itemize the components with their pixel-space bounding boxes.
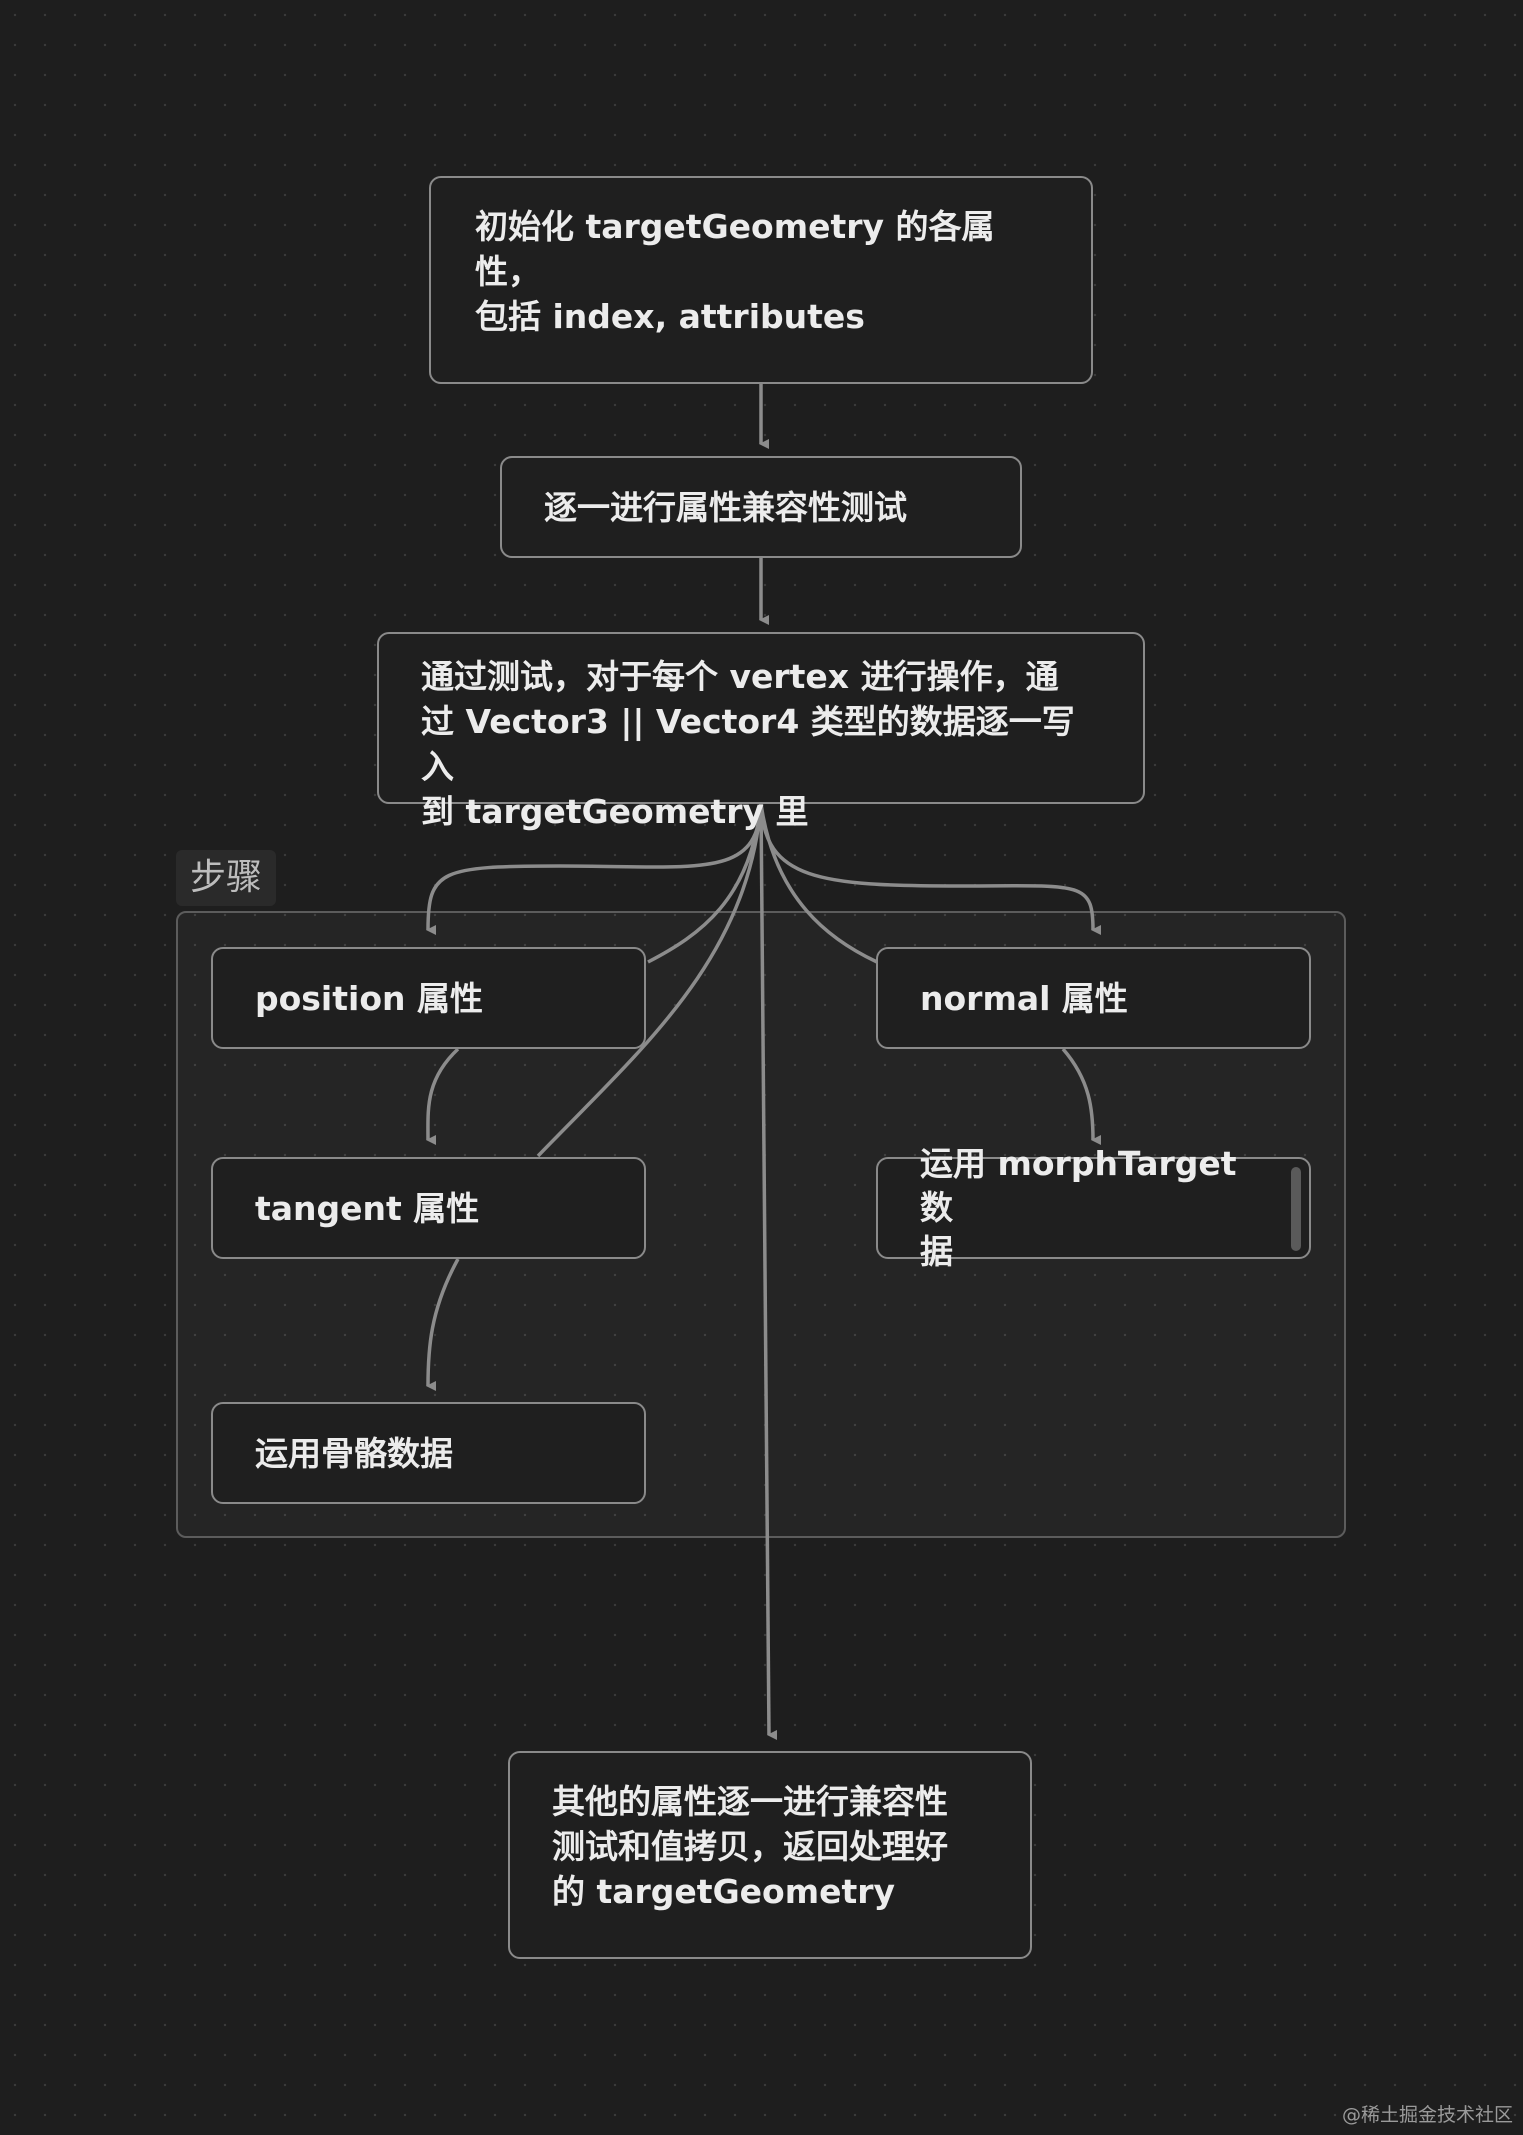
edge-vertex-to-position	[426, 803, 763, 936]
edge-vertex-to-tangent	[536, 803, 763, 1158]
node-skin[interactable]: 运用骨骼数据	[211, 1402, 646, 1504]
edge-normal-to-morph	[1061, 1047, 1102, 1145]
node-final[interactable]: 其他的属性逐一进行兼容性 测试和值拷贝，返回处理好 的 targetGeomet…	[508, 1751, 1032, 1959]
watermark: @稀土掘金技术社区	[1341, 2104, 1513, 2126]
node-morph[interactable]: 运用 morphTarget 数 据	[876, 1144, 1311, 1271]
node-morph-label: 运用 morphTarget 数 据	[920, 1144, 1237, 1271]
edge-position-to-tangent	[426, 1047, 460, 1145]
node-position[interactable]: position 属性	[211, 947, 646, 1049]
edge-vertex-to-normal	[759, 803, 1102, 935]
edge-vertex-to-normal-alt	[759, 803, 878, 964]
node-vertex-op[interactable]: 通过测试，对于每个 vertex 进行操作，通 过 Vector3 || Vec…	[377, 632, 1145, 831]
steps-group-label: 步骤	[176, 850, 277, 906]
node-init[interactable]: 初始化 targetGeometry 的各属性， 包括 index, attri…	[429, 176, 1093, 384]
edge-tangent-to-skin	[426, 1258, 460, 1392]
edge-vertex-to-final	[759, 803, 778, 1740]
node-tangent[interactable]: tangent 属性	[211, 1157, 646, 1259]
node-compat-test[interactable]: 逐一进行属性兼容性测试	[500, 456, 1022, 558]
node-morph-scrollbar[interactable]	[1291, 1167, 1301, 1251]
node-normal[interactable]: normal 属性	[876, 947, 1311, 1049]
